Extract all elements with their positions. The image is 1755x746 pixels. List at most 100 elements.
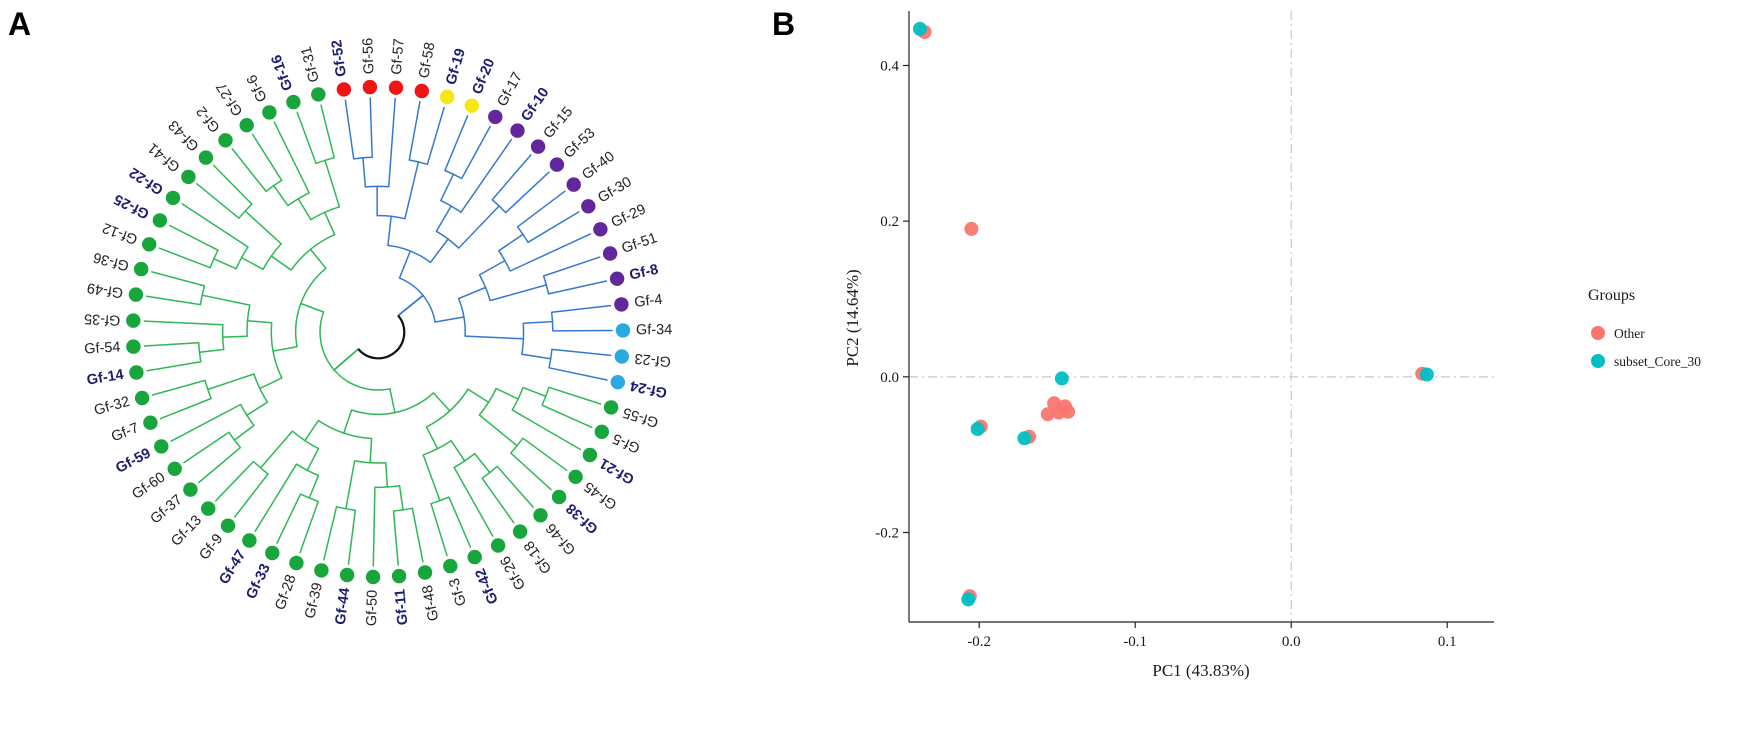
tip-dot-gf-42 [467,549,482,565]
branch-line [347,509,357,565]
legend-dot-subset-core-30 [1591,354,1605,368]
tip-dot-gf-43 [198,150,214,165]
leaf-label-gf-27: Gf-27 [214,79,247,118]
tip-dot-gf-25 [152,213,168,228]
branch-line [385,462,389,488]
branch-line [504,171,550,214]
branch-line [272,345,298,352]
tip-dot-gf-60 [167,461,182,476]
branch-line [550,304,612,314]
branch-line [369,437,373,464]
leaf-label-gf-9: Gf-9 [196,531,226,563]
branch-line [308,474,320,499]
branch-line [547,280,608,295]
tip-dot-gf-47 [242,533,257,548]
leaf-label-gf-33: Gf-33 [243,561,273,601]
tip-dot-gf-58 [414,83,429,99]
tip-dot-gf-24 [610,375,625,390]
data-point-subset-core-30 [912,21,927,36]
leaf-label-gf-54: Gf-54 [84,339,121,357]
branch-line [464,335,525,340]
branch-line [460,125,491,180]
tip-dot-gf-15 [530,139,546,154]
branch-line [398,485,404,511]
branch-line [246,319,273,324]
branch-line [270,255,292,271]
leaf-label-gf-16: Gf-16 [269,52,297,92]
leaf-label-gf-19: Gf-19 [443,47,469,87]
y-tick-label: 0.2 [880,214,899,230]
tip-dot-gf-33 [265,545,280,561]
branch-line [408,101,421,161]
tip-dot-gf-6 [262,105,277,120]
tip-dot-gf-3 [443,558,458,574]
leaf-label-gf-52: Gf-52 [329,39,350,78]
leaf-label-gf-12: Gf-12 [100,219,140,247]
leaf-label-gf-25: Gf-25 [112,190,152,221]
leaf-label-gf-35: Gf-35 [84,310,121,328]
leaf-label-gf-46: Gf-46 [543,520,579,558]
data-point-subset-core-30 [970,422,985,436]
leaf-label-gf-50: Gf-50 [364,590,381,627]
leaf-label-gf-15: Gf-15 [541,104,577,142]
leaf-label-gf-56: Gf-56 [360,38,377,75]
branch-line [259,430,294,469]
branch-line [273,184,289,207]
branch-line [299,302,325,313]
leaf-label-gf-57: Gf-57 [389,38,408,75]
branch-line [233,473,269,518]
branch-line [422,454,441,502]
branch-line [213,258,237,270]
branch-line [440,173,455,202]
tip-dot-gf-9 [220,518,236,533]
data-point-subset-core-30 [961,592,976,607]
tip-dot-gf-52 [336,82,352,97]
branch-line [548,367,608,381]
branch-line [231,148,267,193]
branch-line [457,205,500,249]
branch-line [244,210,282,245]
tip-dot-gf-45 [568,469,583,484]
branch-line [304,419,320,442]
branch-line [444,115,469,172]
branch-line [404,161,420,220]
tip-dot-gf-8 [609,271,625,286]
branch-line [432,392,451,412]
branch-line [411,507,424,563]
branch-line [425,426,439,450]
branch-line [201,294,251,306]
tip-dot-gf-48 [417,565,433,580]
leaf-label-gf-45: Gf-45 [581,478,620,512]
x-tick-label: 0.1 [1438,634,1457,650]
branch-line [324,159,341,208]
branch-line [481,477,515,524]
leaf-label-gf-60: Gf-60 [129,469,168,503]
branch-line [426,106,445,166]
branch-line [333,348,360,371]
panel-b-label: B [772,6,796,42]
tip-dot-gf-2 [218,133,233,148]
branch-line [233,424,255,441]
data-point-other [1061,404,1076,419]
branch-line [448,496,472,548]
tip-dot-gf-12 [142,237,157,252]
y-axis-title: PC2 (14.64%) [843,269,862,366]
legend-dot-other [1591,326,1605,340]
leaf-label-gf-7: Gf-7 [109,420,141,445]
tip-dot-gf-59 [154,439,169,454]
tip-dot-gf-26 [490,538,506,553]
branch-line [251,133,283,182]
tip-dot-gf-19 [440,89,455,105]
branch-line [522,320,554,325]
tip-dot-gf-7 [143,415,158,430]
tip-dot-gf-49 [128,287,144,302]
tip-dot-gf-4 [614,297,629,312]
tip-dot-gf-41 [181,169,196,185]
branch-line [240,256,264,271]
tip-dot-gf-11 [391,568,407,584]
branch-line [511,409,582,451]
branch-line [168,224,219,251]
leaf-label-gf-59: Gf-59 [113,445,153,476]
